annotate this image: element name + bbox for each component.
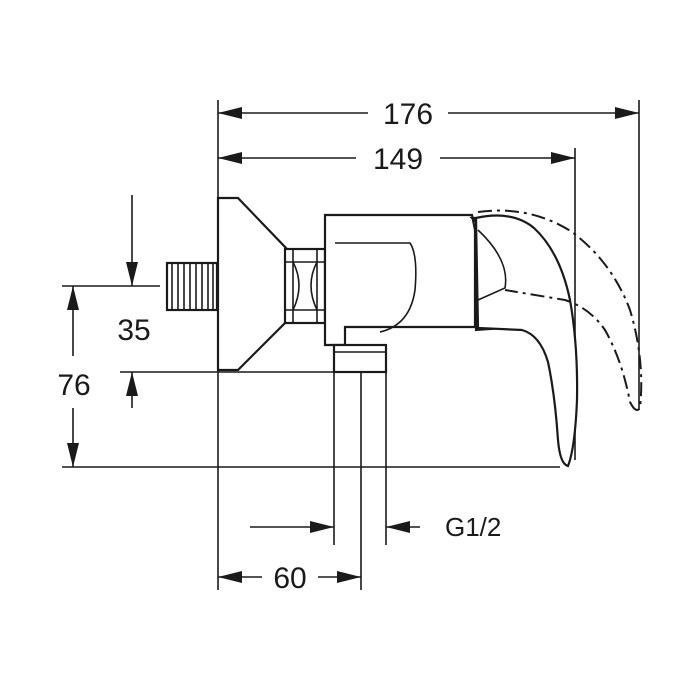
dimension-total-height: 76 (57, 286, 91, 467)
dimension-outlet-offset: 60 (218, 562, 361, 595)
wall-rosette (216, 196, 288, 372)
mixer-body (323, 213, 477, 347)
dim-176-label: 176 (383, 98, 433, 131)
dim-60-label: 60 (273, 562, 306, 595)
mixer-fixture (165, 196, 643, 468)
outlet-nipple (332, 343, 388, 374)
dimension-outlet-height: 35 (117, 195, 151, 408)
hex-nut (283, 247, 327, 325)
lever-open-position (477, 209, 643, 411)
lever-handle (474, 214, 579, 468)
dim-149-label: 149 (373, 143, 423, 176)
inlet-thread-ticks (171, 263, 214, 310)
inlet-connector (165, 261, 219, 312)
dim-35-label: 35 (117, 314, 150, 347)
dimension-length-to-lever: 149 (218, 143, 575, 176)
body-contour (335, 242, 417, 333)
dim-76-label: 76 (57, 369, 90, 402)
dimension-thread: G1/2 (250, 512, 501, 542)
thread-label: G1/2 (445, 512, 501, 542)
dimension-overall-length: 176 (218, 98, 639, 131)
